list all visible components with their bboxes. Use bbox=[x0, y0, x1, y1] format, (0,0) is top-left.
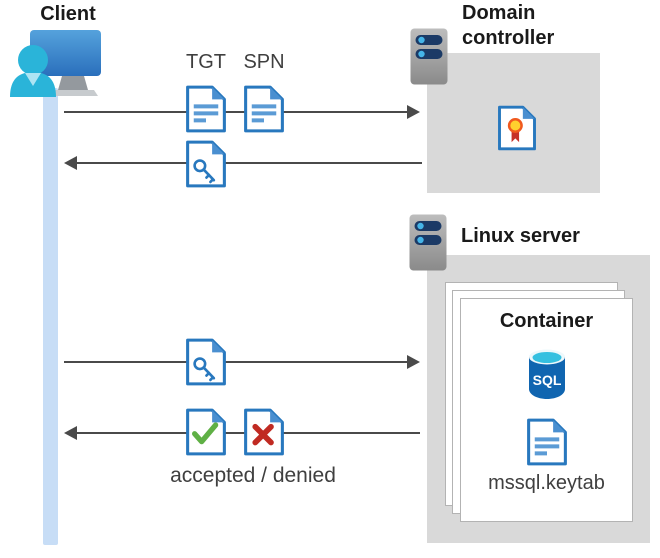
sql-badge-text: SQL bbox=[532, 372, 561, 388]
spn-document-icon bbox=[244, 85, 284, 133]
arrow-dc-to-client-head bbox=[64, 156, 77, 170]
spn-label: SPN bbox=[243, 51, 285, 73]
client-title: Client bbox=[40, 3, 96, 25]
domain-controller-title-line1: Domain bbox=[462, 2, 536, 24]
keytab-document-icon bbox=[526, 418, 567, 466]
arrow-client-to-server-line bbox=[64, 361, 407, 363]
arrow-server-to-client-head bbox=[64, 426, 77, 440]
domain-controller-title: Domain controller bbox=[462, 1, 554, 51]
tgt-document-icon bbox=[186, 85, 226, 133]
key-document-icon bbox=[186, 140, 226, 188]
keytab-filename: mssql.keytab bbox=[488, 472, 605, 494]
arrow-client-to-dc-line bbox=[64, 111, 407, 113]
container-card: Container SQL mssql.keytab bbox=[460, 298, 633, 522]
accepted-check-document-icon bbox=[186, 408, 226, 456]
arrow-client-to-server-head bbox=[407, 355, 420, 369]
user-at-computer-icon bbox=[10, 30, 101, 97]
key-document-icon-2 bbox=[186, 338, 226, 386]
client-lifeline bbox=[43, 88, 58, 545]
accepted-denied-label: accepted / denied bbox=[170, 464, 336, 487]
sql-database-icon: SQL bbox=[528, 349, 565, 399]
domain-controller-title-line2: controller bbox=[462, 27, 555, 49]
container-title: Container bbox=[499, 310, 594, 332]
denied-cross-document-icon bbox=[244, 408, 284, 456]
tgt-label: TGT bbox=[186, 51, 226, 73]
domain-controller-server-icon bbox=[410, 28, 448, 85]
arrow-client-to-dc-head bbox=[407, 105, 420, 119]
certificate-document-icon bbox=[498, 105, 536, 151]
linux-server-icon bbox=[409, 214, 447, 271]
linux-server-title: Linux server bbox=[461, 225, 580, 247]
arrow-dc-to-client-line bbox=[77, 162, 422, 164]
